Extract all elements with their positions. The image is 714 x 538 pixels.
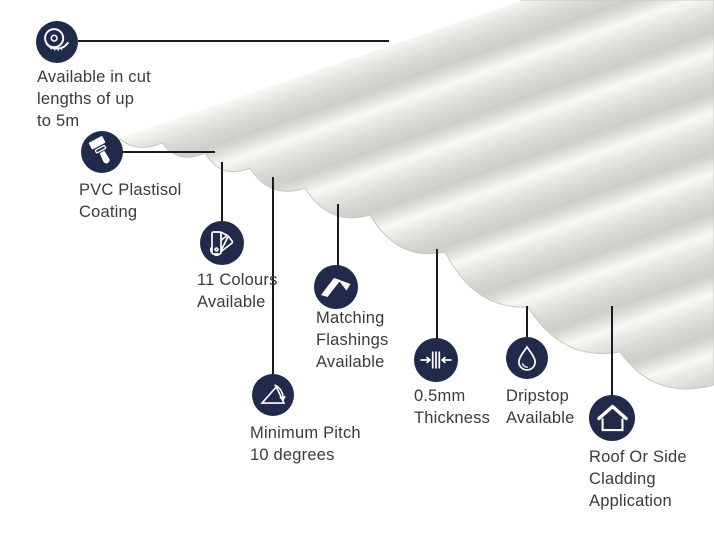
feature-badge-application [589,395,635,441]
sheet-top-edge-highlight [117,0,521,139]
feature-label-line: Minimum Pitch [250,424,361,442]
feature-label-line: Cladding [589,470,656,488]
connector-line-cut-lengths [78,40,389,42]
feature-label-line: 10 degrees [250,446,335,464]
feature-label-flashings: Matching Flashings Available [316,307,388,373]
feature-label-line: to 5m [37,112,80,130]
connector-line-colours [221,162,223,222]
tape-measure-icon [44,28,70,52]
feature-label-line: 11 Colours [197,271,278,289]
feature-label-pvc-coating: PVC Plastisol Coating [79,179,182,223]
water-droplet-icon [518,345,536,371]
connector-line-dripstop [526,306,528,338]
connector-line-flashings [337,204,339,266]
feature-label-line: Flashings [316,331,389,349]
feature-label-line: Available [316,353,385,371]
flashing-sheet-icon [321,278,351,297]
feature-label-line: Available [197,293,266,311]
feature-label-line: Application [589,492,672,510]
feature-label-line: Available [506,409,575,427]
feature-label-colours: 11 Colours Available [197,269,278,313]
sheet-shape [117,0,714,390]
feature-label-thickness: 0.5mm Thickness [414,385,490,429]
feature-label-line: Roof Or Side [589,448,687,466]
feature-badge-dripstop [506,337,548,379]
colour-fan-icon [209,231,234,257]
feature-label-line: lengths of up [37,90,135,108]
feature-label-cut-lengths: Available in cut lengths of up to 5m [37,66,151,132]
feature-label-line: Thickness [414,409,491,427]
pitch-angle-icon [260,384,286,404]
paint-brush-icon [88,136,110,164]
feature-label-line: Coating [79,203,138,221]
connector-line-minimum-pitch [272,177,274,375]
feature-label-line: Available in cut [37,68,151,86]
feature-badge-flashings [314,265,358,309]
feature-badge-colours [200,221,244,265]
feature-badge-cut-lengths [36,21,78,63]
feature-label-minimum-pitch: Minimum Pitch 10 degrees [250,422,361,466]
feature-badge-minimum-pitch [252,374,294,416]
thickness-gauge-icon [420,351,452,369]
feature-label-line: 0.5mm [414,387,466,405]
house-icon [597,404,628,432]
connector-line-application [611,306,613,396]
feature-badge-pvc-coating [81,131,123,173]
connector-line-thickness [436,249,438,339]
feature-label-dripstop: Dripstop Available [506,385,574,429]
feature-label-line: Matching [316,309,385,327]
feature-label-line: PVC Plastisol [79,181,182,199]
feature-badge-thickness [414,338,458,382]
feature-label-application: Roof Or Side Cladding Application [589,446,687,512]
connector-line-pvc-coating [122,151,215,153]
feature-label-line: Dripstop [506,387,570,405]
